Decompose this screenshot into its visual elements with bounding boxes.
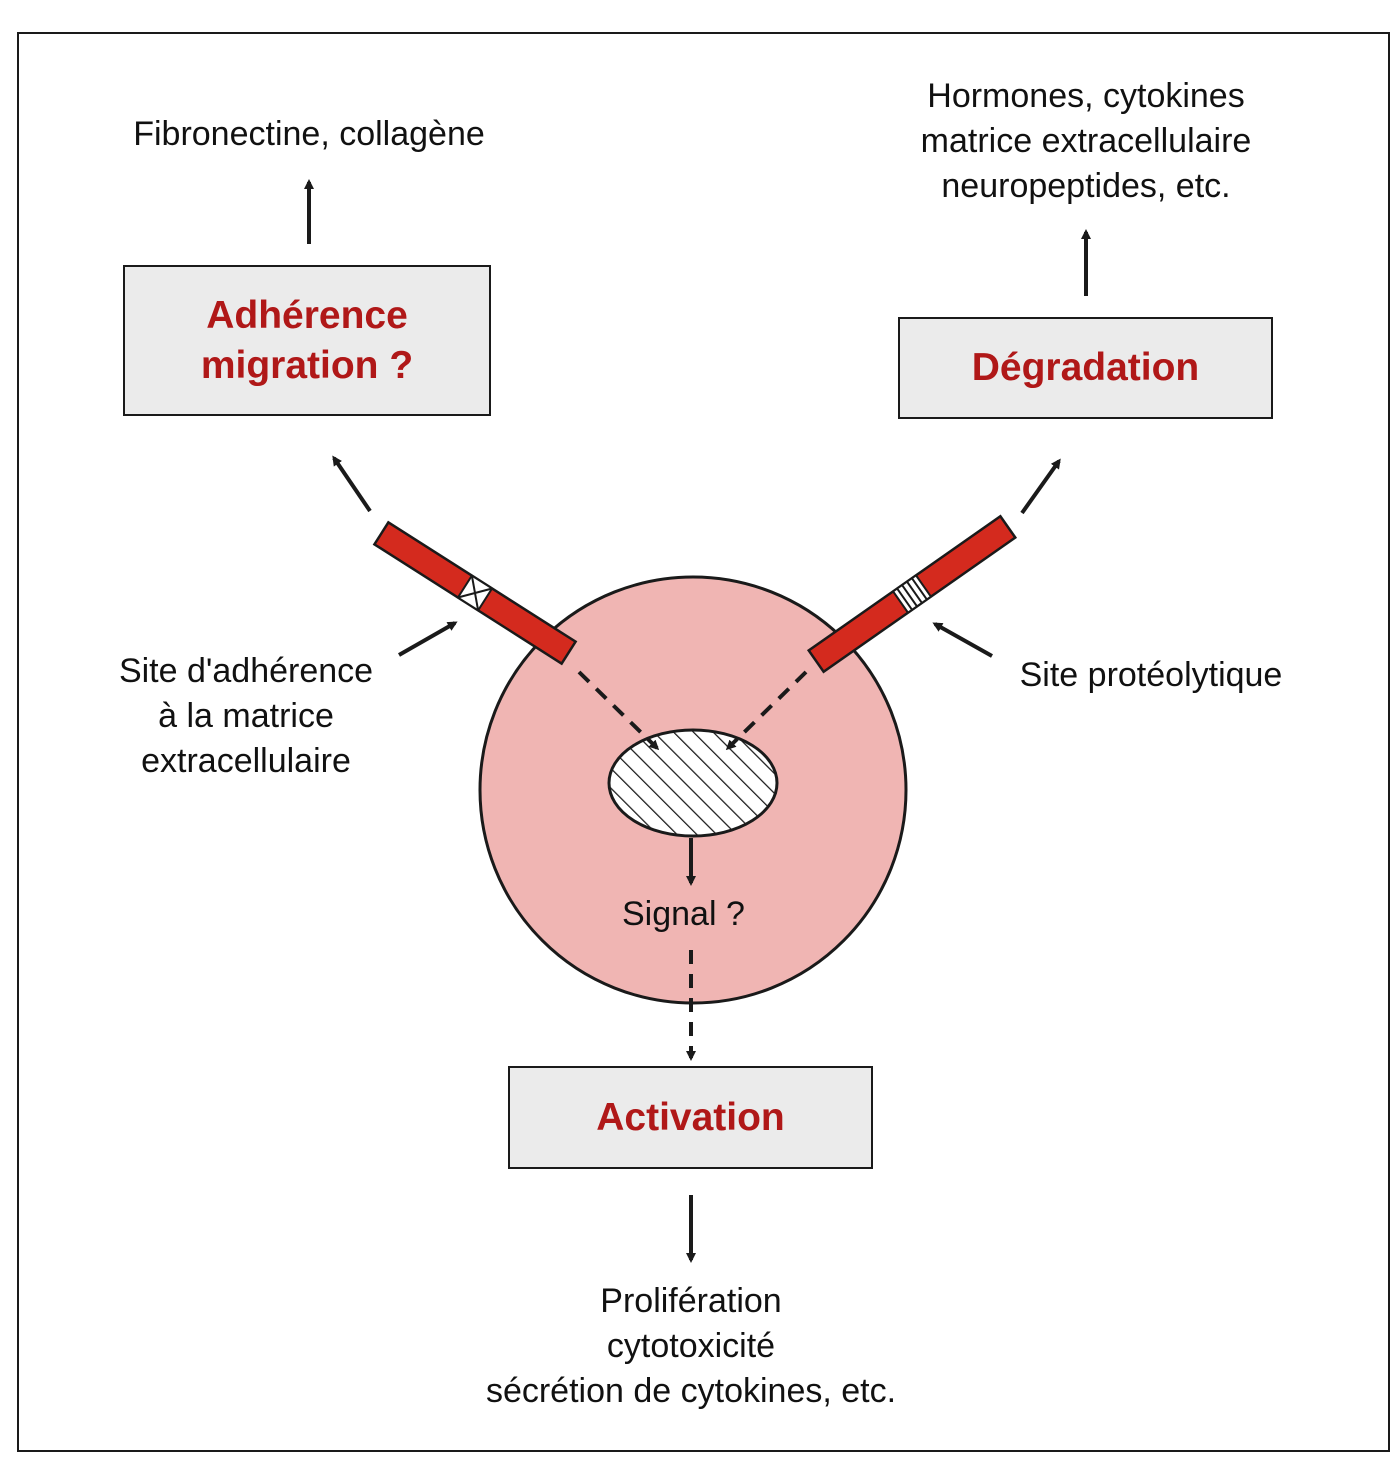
label-site-adherence: Site d'adhérence à la matrice extracellu… <box>96 649 396 784</box>
arrow-to-degradation <box>1020 458 1061 515</box>
label-site-adherence-line-3: extracellulaire <box>141 742 351 780</box>
box-activation-label: Activation <box>596 1095 785 1139</box>
box-adherence-line-2: migration ? <box>200 343 414 387</box>
arrow-to-adherence <box>332 455 372 513</box>
receptor-proteolytique <box>806 514 1018 674</box>
label-fibronectine-text: Fibronectine, collagène <box>133 115 485 153</box>
label-site-proteolytique: Site protéolytique <box>996 653 1306 698</box>
box-degradation-label: Dégradation <box>971 346 1200 389</box>
label-fibronectine: Fibronectine, collagène <box>100 112 518 157</box>
box-activation: Activation <box>508 1066 873 1169</box>
box-adherence: Adhérence migration ? <box>123 265 491 416</box>
label-outcomes-line-1: Prolifération <box>600 1282 782 1320</box>
label-outcomes-line-3: sécrétion de cytokines, etc. <box>485 1372 897 1410</box>
label-signal-text: Signal ? <box>622 895 745 933</box>
label-outcomes-line-2: cytotoxicité <box>606 1327 776 1365</box>
label-hormones: Hormones, cytokines matrice extracellula… <box>886 74 1286 209</box>
label-hormones-line-1: Hormones, cytokines <box>927 77 1245 115</box>
dashed-arrow-right-receptor <box>725 670 808 751</box>
diagram-frame <box>17 32 1390 1452</box>
label-outcomes: Prolifération cytotoxicité sécrétion de … <box>450 1279 932 1414</box>
box-adherence-line-1: Adhérence <box>206 293 408 337</box>
box-degradation: Dégradation <box>898 317 1273 419</box>
label-signal: Signal ? <box>622 894 745 934</box>
dashed-arrow-left-receptor <box>577 670 660 751</box>
label-hormones-line-2: matrice extracellulaire <box>920 122 1252 160</box>
receptor-adherence <box>372 520 578 666</box>
arrow-site-adherence <box>398 621 458 657</box>
label-site-adherence-line-1: Site d'adhérence <box>118 652 374 690</box>
label-hormones-line-3: neuropeptides, etc. <box>941 167 1231 205</box>
label-site-proteolytique-text: Site protéolytique <box>1019 656 1283 694</box>
cell-nucleus <box>607 728 779 838</box>
label-site-adherence-line-2: à la matrice <box>158 697 334 735</box>
arrow-site-proteolytique <box>932 622 993 658</box>
